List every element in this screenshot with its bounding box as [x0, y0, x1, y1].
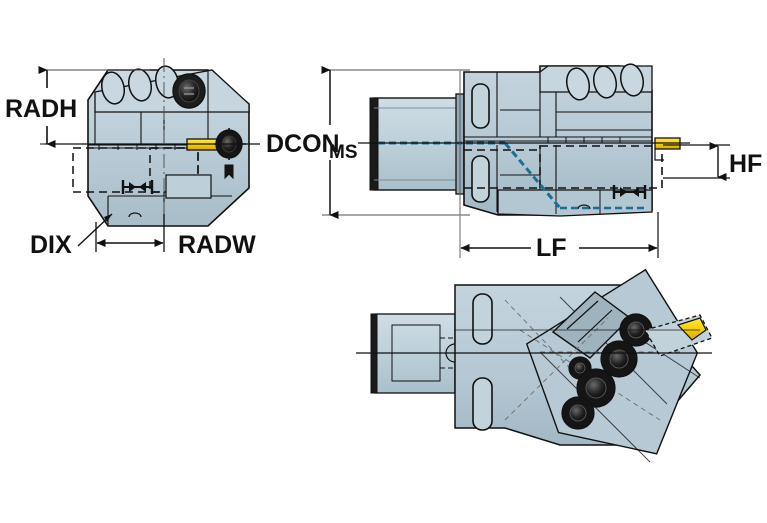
front-view-clamp-screw-slot — [184, 87, 194, 95]
iso-view-slot-lower — [472, 377, 493, 431]
side-view-internal-steps — [496, 72, 652, 212]
side-view-lower-block — [497, 189, 653, 217]
side-view-slot-3 — [619, 63, 645, 97]
dim-label-radw: RADW — [178, 231, 256, 259]
side-view-seat-line — [464, 136, 652, 142]
iso-view-hidden-lines — [504, 299, 680, 421]
front-view-slot-2 — [127, 68, 153, 102]
side-view-bottom-slot — [577, 204, 591, 210]
side-view-group — [358, 63, 690, 258]
front-view-slot-1 — [100, 71, 126, 105]
front-view-bottom-slot — [128, 212, 142, 218]
front-view-hidden-pocket — [149, 147, 199, 193]
dim-label-lf: LF — [536, 234, 567, 262]
dim-label-radh: RADH — [5, 95, 77, 123]
side-view-flute-lower — [471, 155, 490, 203]
side-view-dimensions: DCON MS LF HF — [266, 66, 762, 262]
side-view-shank-detail-lines — [374, 107, 462, 181]
side-view-slot-1 — [565, 67, 591, 101]
front-view-side-screw-cross — [214, 128, 246, 160]
dim-label-dcon-subscript: MS — [329, 142, 358, 163]
front-view-group — [45, 58, 260, 240]
side-view-slot-2 — [592, 65, 618, 99]
side-view-hidden-pocket — [539, 145, 663, 189]
iso-view-slot-upper — [472, 293, 493, 345]
iso-view-shank-hidden — [440, 337, 468, 369]
lf-label-backing — [531, 232, 579, 262]
front-view-marker-glyph — [224, 164, 234, 180]
dim-label-dix: DIX — [30, 231, 72, 259]
iso-view-screw-cluster — [561, 313, 653, 430]
front-view-dimensions: RADH RADW DIX — [5, 66, 256, 259]
side-view-seat-serrations — [547, 137, 621, 143]
side-view-mechanism-symbol — [612, 185, 647, 199]
dix-leader-arrow — [104, 214, 112, 222]
front-view-clamp-screw-inner — [178, 79, 200, 103]
dim-label-dcon: DCON — [266, 130, 340, 158]
side-view-insert-edge — [654, 149, 664, 161]
side-view-coolant-channel-diagonal — [503, 142, 562, 209]
dim-label-hf: HF — [729, 150, 762, 178]
front-view-lower-pocket — [165, 174, 212, 199]
front-view-mechanism-symbol — [121, 180, 154, 194]
front-view-rib-lines — [94, 70, 209, 145]
side-view-shank-endface — [369, 97, 379, 191]
iso-view-cartridge-arm-inner — [566, 300, 613, 343]
side-view-flute-upper — [471, 83, 490, 129]
iso-view-insert — [676, 317, 707, 341]
iso-view-group — [356, 268, 713, 463]
